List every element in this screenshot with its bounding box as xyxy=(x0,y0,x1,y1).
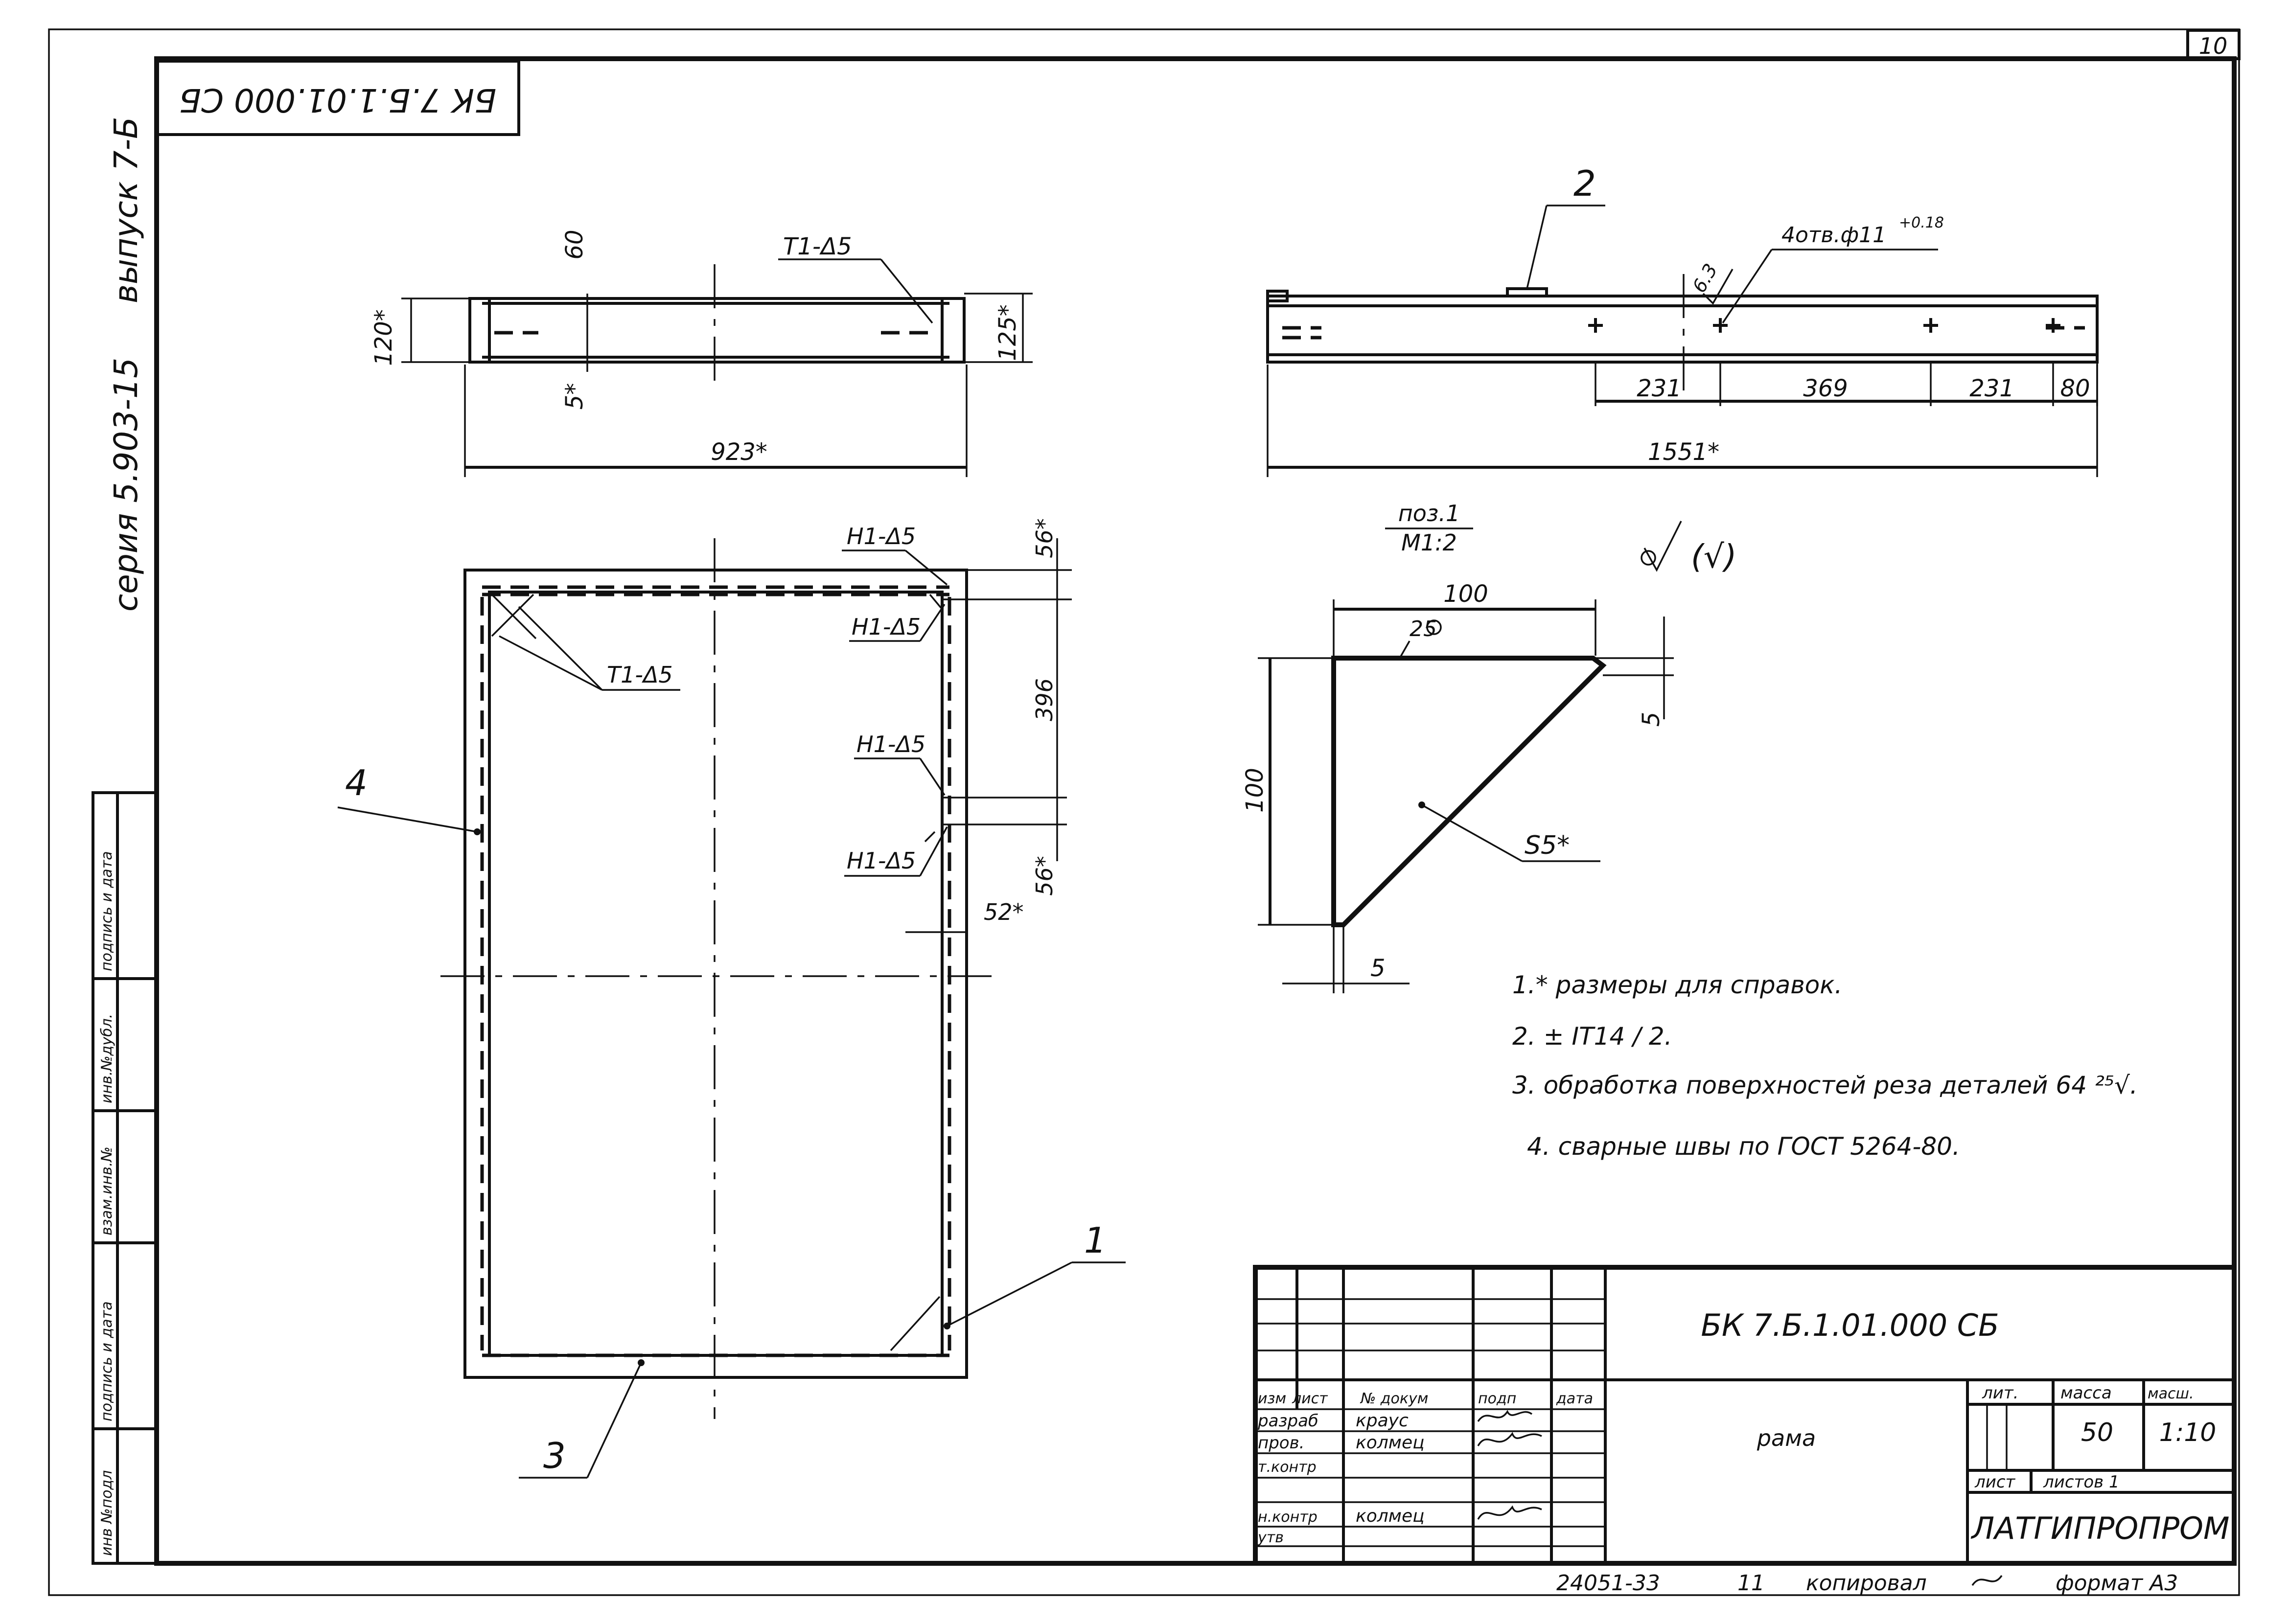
note-3: 3. обработка поверхностей реза деталей 6… xyxy=(1512,1071,2138,1099)
tb-org: ЛАТГИПРОПРОМ xyxy=(1971,1510,2230,1546)
top-view: 120* 60 5* 125* 923* Т1-Δ5 xyxy=(370,229,1033,477)
detail-title-bottom: М1:2 xyxy=(1401,529,1457,556)
pv-position-1: 1 xyxy=(1084,1220,1107,1261)
tb-person-5: колмец xyxy=(1356,1506,1425,1526)
sv-dim-231a: 231 xyxy=(1637,375,1682,402)
pv-position-4: 4 xyxy=(345,762,368,803)
footer-format: формат А3 xyxy=(2056,1571,2178,1596)
pv-position-3: 3 xyxy=(543,1435,566,1476)
pv-dim-52: 52* xyxy=(984,899,1024,925)
code-rotated: БК 7.Б.1.01.000 СБ xyxy=(179,81,497,119)
sv-hole-tolerance: +0.18 xyxy=(1899,214,1944,231)
detail-dim-top-100: 100 xyxy=(1443,580,1488,608)
tb-designation: БК 7.Б.1.01.000 СБ xyxy=(1701,1307,1999,1343)
sv-dim-369: 369 xyxy=(1803,375,1848,402)
series-label: серия 5.903-15 xyxy=(107,358,145,612)
tb-role-5: н.контр xyxy=(1258,1509,1318,1526)
stamp-label-sign2: подпись и дата xyxy=(98,851,116,971)
tv-weld-label: Т1-Δ5 xyxy=(783,233,852,260)
pv-weld-corner-left: Т1-Δ5 xyxy=(607,662,673,688)
detail-roughness-symbol: (√) xyxy=(1691,538,1737,575)
tb-sheet-label: лист xyxy=(1974,1472,2016,1492)
detail-dim-bottom-5: 5 xyxy=(1370,955,1386,982)
tb-head-doc: № докум xyxy=(1360,1390,1428,1407)
issue-label: выпуск 7-Б xyxy=(107,117,145,303)
tb-name: рама xyxy=(1757,1425,1816,1451)
tv-dim-923: 923* xyxy=(711,438,767,466)
detail-thickness: S5* xyxy=(1525,831,1570,860)
sv-holes-label: 4отв.ф11 xyxy=(1781,223,1886,248)
signature-icon xyxy=(1477,1505,1542,1520)
sv-dim-1551: 1551* xyxy=(1648,438,1719,466)
outer-frame xyxy=(48,28,2240,1596)
footer-copied: копировал xyxy=(1806,1571,1927,1596)
sv-dim-80: 80 xyxy=(2060,375,2090,402)
pv-weld-top: Н1-Δ5 xyxy=(847,523,916,549)
tv-dim-5: 5* xyxy=(561,383,588,410)
tb-head-list: лист xyxy=(1292,1390,1328,1407)
tb-role-1: разраб xyxy=(1257,1411,1318,1431)
tb-head-date: дата xyxy=(1556,1390,1593,1407)
footer-number: 24051-33 xyxy=(1556,1571,1660,1596)
tb-head-sign: подп xyxy=(1478,1390,1516,1407)
tb-role-3: т.контр xyxy=(1258,1459,1317,1476)
tb-mass: 50 xyxy=(2081,1418,2113,1447)
sv-position-2: 2 xyxy=(1573,163,1596,204)
stamp-label-sign1: подпись и дата xyxy=(98,1301,116,1421)
stamp-label-inv: инв №подл xyxy=(98,1470,116,1556)
detail-dim-right-5: 5 xyxy=(1638,712,1665,727)
detail-view: поз.1 М1:2 (√) 100 25 5 100 5 xyxy=(1241,500,1737,993)
side-view: 2 4отв.ф11 +0.18 6.3 231 369 231 80 1551… xyxy=(1266,163,2099,477)
sv-dim-231b: 231 xyxy=(1969,375,2014,402)
tb-person-2: колмец xyxy=(1356,1433,1425,1453)
signature-icon xyxy=(1477,1432,1542,1446)
tb-role-2: пров. xyxy=(1258,1433,1304,1453)
sv-roughness: 6.3 xyxy=(1688,260,1722,296)
title-block: изм лист № докум подп дата разраб пров. … xyxy=(1253,1265,2237,1566)
note-2: 2. ± IT14 / 2. xyxy=(1512,1022,1672,1051)
tb-person-1: краус xyxy=(1356,1411,1409,1431)
tv-dim-125: 125* xyxy=(994,304,1021,361)
tb-scale: 1:10 xyxy=(2159,1418,2217,1447)
pv-dim-396: 396 xyxy=(1031,678,1058,721)
stamp-label-dup: инв.№дубл. xyxy=(98,1014,116,1103)
detail-title-top: поз.1 xyxy=(1398,500,1460,526)
tv-dim-60: 60 xyxy=(561,229,588,259)
detail-dim-left-100: 100 xyxy=(1241,768,1269,813)
page-number-box xyxy=(2186,29,2241,60)
pv-weld-mid-upper: Н1-Δ5 xyxy=(856,731,925,757)
tb-head-izm: изм xyxy=(1258,1390,1286,1407)
note-4: 4. сварные швы по ГОСТ 5264-80. xyxy=(1527,1132,1960,1161)
notes: 1.* размеры для справок. 2. ± IT14 / 2. … xyxy=(1512,971,2138,1161)
code-box xyxy=(155,60,520,136)
left-stamp: инв №подл подпись и дата взам.инв.№ инв.… xyxy=(92,791,158,1565)
tb-scale-label: масш. xyxy=(2148,1385,2194,1402)
tb-lit-label: лит. xyxy=(1982,1383,2018,1403)
plan-view: 56* 396 56* 52* Н1-Δ5 Н1-Δ5 Н1-Δ5 Н1-Δ5 … xyxy=(337,518,1126,1479)
stamp-label-replace: взам.инв.№ xyxy=(98,1146,116,1235)
signature-icon xyxy=(1971,1575,2003,1586)
tv-dim-120: 120* xyxy=(370,309,397,366)
note-1: 1.* размеры для справок. xyxy=(1512,971,1842,999)
pv-weld-corner-right: Н1-Δ5 xyxy=(852,614,921,640)
tb-sheets-label: листов 1 xyxy=(2043,1472,2120,1492)
footer: 24051-33 11 копировал формат А3 xyxy=(1556,1571,2178,1596)
page-number: 10 xyxy=(2199,33,2228,59)
signature-icon xyxy=(1477,1410,1533,1422)
pv-weld-mid-lower: Н1-Δ5 xyxy=(847,847,916,874)
pv-dim-56-top: 56* xyxy=(1031,518,1058,558)
pv-dim-56-mid: 56* xyxy=(1031,856,1058,896)
tb-mass-label: масса xyxy=(2060,1383,2112,1403)
tb-role-6: утв xyxy=(1257,1529,1284,1546)
footer-item: 11 xyxy=(1737,1571,1765,1596)
roughness-mark-icon xyxy=(1643,521,1682,572)
